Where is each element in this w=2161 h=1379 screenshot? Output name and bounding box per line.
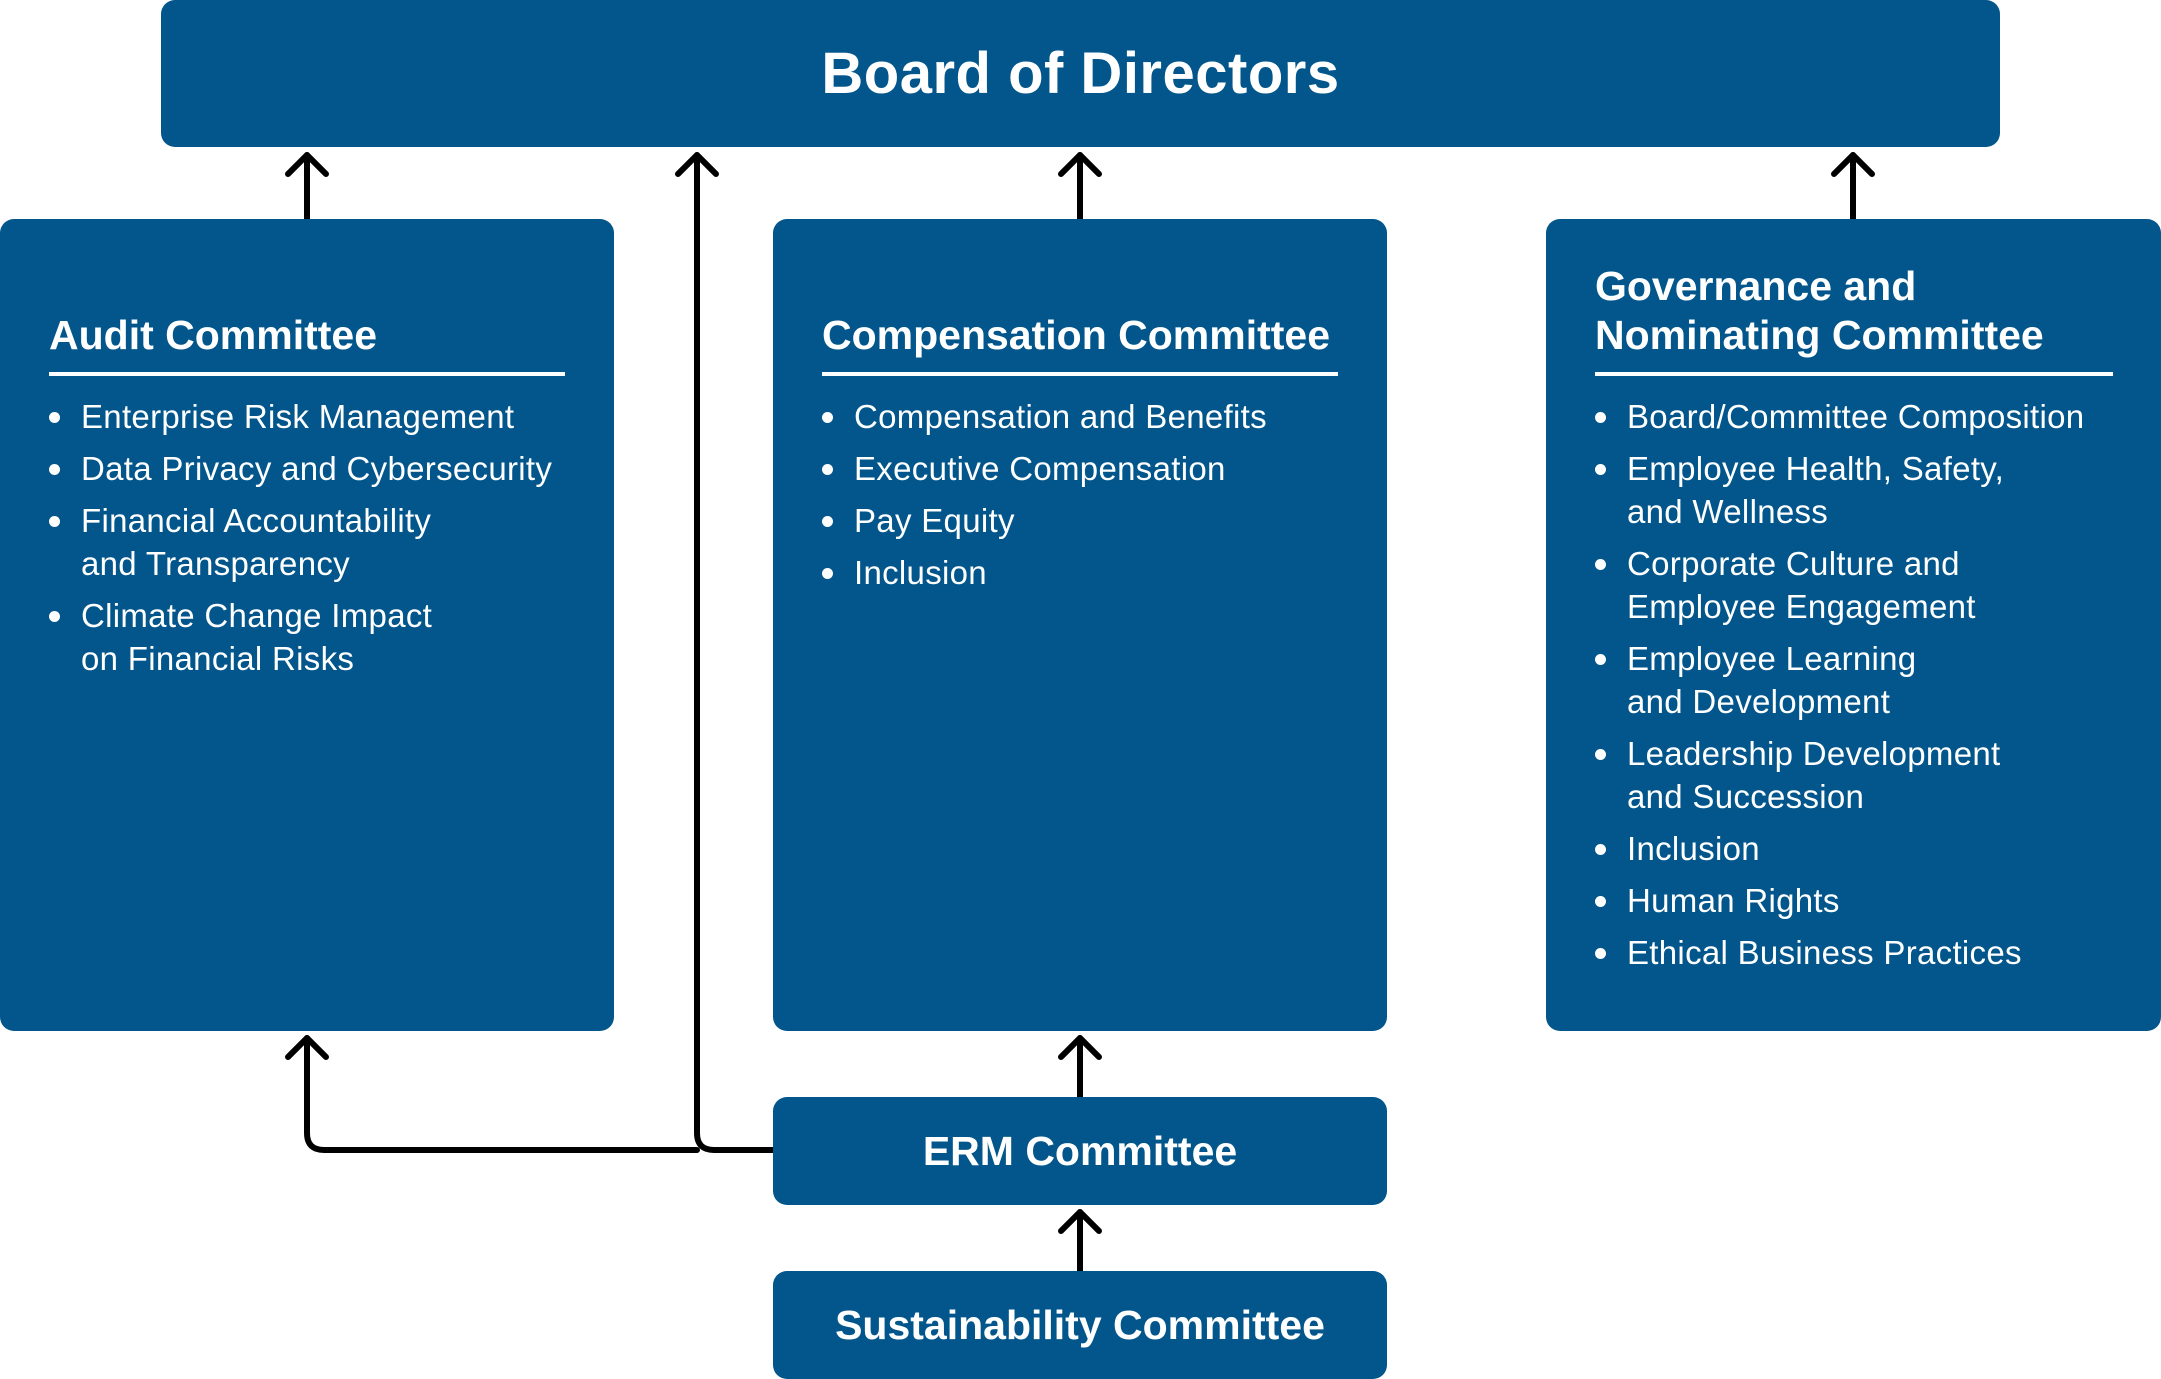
list-item: Leadership Development and Succession	[1595, 732, 2151, 818]
list-item: Pay Equity	[822, 499, 1377, 542]
arrowhead-audit-to-board	[285, 152, 329, 177]
board-title: Board of Directors	[821, 41, 1340, 106]
compensation-committee-title: Compensation Committee	[822, 219, 1338, 376]
list-item-text: Employee Learning	[1627, 640, 1917, 677]
list-item-text: Enterprise Risk Management	[81, 398, 515, 435]
list-item-text: Leadership Development	[1627, 735, 2001, 772]
board-of-directors-box: Board of Directors	[161, 0, 2000, 147]
list-item: Climate Change Impact on Financial Risks	[49, 594, 604, 680]
sustainability-committee-box: Sustainability Committee	[773, 1271, 1387, 1379]
list-item-text: Human Rights	[1627, 882, 1840, 919]
list-item-text: Ethical Business Practices	[1627, 934, 2022, 971]
list-item-text: Employee Engagement	[1627, 588, 1976, 625]
title-line: Audit Committee	[49, 312, 377, 358]
title-line: Compensation Committee	[822, 312, 1330, 358]
arrow-erm-to-board	[694, 152, 776, 1153]
list-item: Human Rights	[1595, 879, 2151, 922]
sustainability-committee-title: Sustainability Committee	[835, 1301, 1325, 1348]
audit-committee-title: Audit Committee	[49, 219, 565, 376]
list-item: Employee Learning and Development	[1595, 637, 2151, 723]
list-item-text: Inclusion	[1627, 830, 1760, 867]
arrowhead-gov-to-board	[1831, 152, 1875, 177]
arrow-erm-to-audit	[304, 1035, 700, 1153]
list-item-text: Climate Change Impact	[81, 597, 433, 634]
list-item: Inclusion	[822, 551, 1377, 594]
list-item-text: Financial Accountability	[81, 502, 432, 539]
compensation-committee-box: Compensation Committee Compensation and …	[773, 219, 1387, 1031]
list-item-text: Employee Health, Safety,	[1627, 450, 2005, 487]
list-item: Employee Health, Safety, and Wellness	[1595, 447, 2151, 533]
arrowhead-erm-to-audit	[285, 1035, 329, 1060]
arrowhead-erm-to-comp	[1058, 1035, 1102, 1060]
list-item-text: and Succession	[1627, 778, 1865, 815]
list-item-text: Data Privacy and Cybersecurity	[81, 450, 553, 487]
list-item: Inclusion	[1595, 827, 2151, 870]
list-item: Board/Committee Composition	[1595, 395, 2151, 438]
arrowhead-sust-to-erm	[1058, 1209, 1102, 1234]
list-item-text: Executive Compensation	[854, 450, 1226, 487]
list-item: Ethical Business Practices	[1595, 931, 2151, 974]
list-item-text: Inclusion	[854, 554, 987, 591]
title-line: Governance and	[1595, 263, 1917, 309]
list-item-text: Compensation and Benefits	[854, 398, 1267, 435]
title-line: Nominating Committee	[1595, 312, 2044, 358]
erm-committee-title: ERM Committee	[922, 1127, 1238, 1174]
list-item-text: Corporate Culture and	[1627, 545, 1960, 582]
list-item: Compensation and Benefits	[822, 395, 1377, 438]
list-item-text: Board/Committee Composition	[1627, 398, 2085, 435]
list-item-text: and Development	[1627, 683, 1891, 720]
audit-committee-box: Audit Committee Enterprise Risk Manageme…	[0, 219, 614, 1031]
list-item: Financial Accountability and Transparency	[49, 499, 604, 585]
list-item-text: and Wellness	[1627, 493, 1829, 530]
list-item: Data Privacy and Cybersecurity	[49, 447, 604, 490]
list-item-text: Pay Equity	[854, 502, 1015, 539]
erm-committee-box: ERM Committee	[773, 1097, 1387, 1205]
arrowhead-erm-to-board	[675, 152, 719, 177]
arrowhead-comp-to-board	[1058, 152, 1102, 177]
list-item-text: on Financial Risks	[81, 640, 355, 677]
list-item: Enterprise Risk Management	[49, 395, 604, 438]
list-item: Executive Compensation	[822, 447, 1377, 490]
list-item-text: and Transparency	[81, 545, 350, 582]
